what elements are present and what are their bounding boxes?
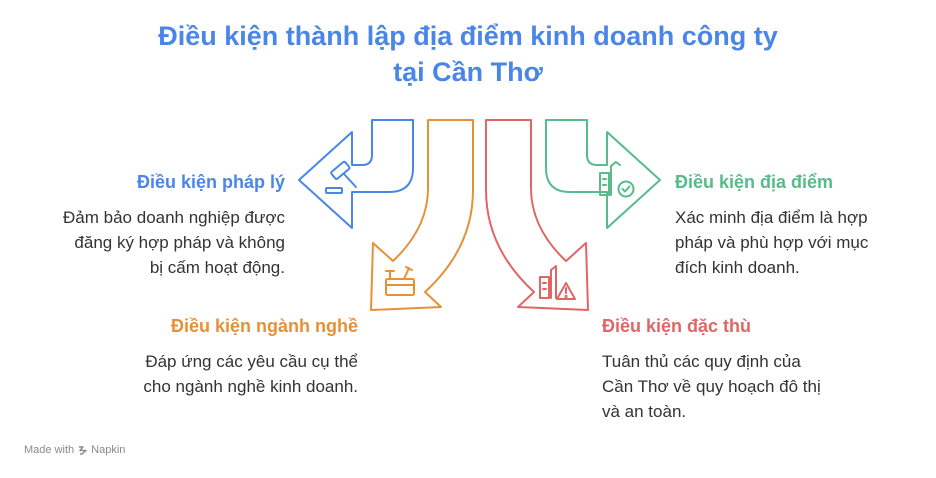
- gavel-icon: [325, 160, 357, 194]
- location-desc-line-3: đích kinh doanh.: [675, 258, 800, 277]
- title-line-2: tại Cần Thơ: [393, 57, 543, 87]
- napkin-logo-icon: [79, 445, 87, 455]
- special-desc-line-2: Cần Thơ về quy hoạch đô thị: [602, 377, 821, 396]
- title-line-1: Điều kiện thành lập địa điểm kinh doanh …: [158, 21, 778, 51]
- building-warning-icon: [539, 265, 576, 300]
- legal-heading: Điều kiện pháp lý: [136, 172, 285, 192]
- location-arrow: [545, 119, 661, 229]
- location-description: Xác minh địa điểm là hợp pháp và phù hợp…: [675, 205, 868, 280]
- legal-desc-line-3: bị cấm hoạt động.: [149, 258, 285, 277]
- special-arrow: [485, 119, 589, 311]
- industry-heading: Điều kiện ngành nghề: [170, 316, 358, 336]
- location-desc-line-1: Xác minh địa điểm là hợp: [675, 208, 868, 227]
- industry-desc-line-1: Đáp ứng các yêu cầu cụ thể: [145, 352, 358, 371]
- industry-arrow: [370, 119, 474, 311]
- legal-description: Đảm bảo doanh nghiệp được đăng ký hợp ph…: [63, 205, 285, 280]
- made-with-napkin: Made with Napkin: [24, 444, 125, 456]
- made-with-label: Made with: [24, 444, 75, 456]
- special-desc-line-1: Tuân thủ các quy định của: [602, 352, 801, 371]
- legal-desc-line-1: Đảm bảo doanh nghiệp được: [63, 208, 285, 227]
- industry-description: Đáp ứng các yêu cầu cụ thể cho ngành ngh…: [143, 349, 358, 399]
- toolbox-icon: [385, 266, 415, 296]
- legal-desc-line-2: đăng ký hợp pháp và không: [74, 233, 285, 252]
- special-heading: Điều kiện đặc thù: [602, 316, 752, 336]
- legal-arrow: [298, 119, 414, 229]
- special-description: Tuân thủ các quy định của Cần Thơ về quy…: [602, 349, 821, 424]
- industry-desc-line-2: cho ngành nghề kinh doanh.: [143, 377, 358, 396]
- location-heading: Điều kiện địa điểm: [675, 172, 834, 192]
- napkin-brand: Napkin: [91, 444, 126, 456]
- building-check-icon: [599, 161, 635, 198]
- page-title: Điều kiện thành lập địa điểm kinh doanh …: [0, 18, 936, 90]
- location-desc-line-2: pháp và phù hợp với mục: [675, 233, 869, 252]
- special-desc-line-3: và an toàn.: [602, 402, 687, 421]
